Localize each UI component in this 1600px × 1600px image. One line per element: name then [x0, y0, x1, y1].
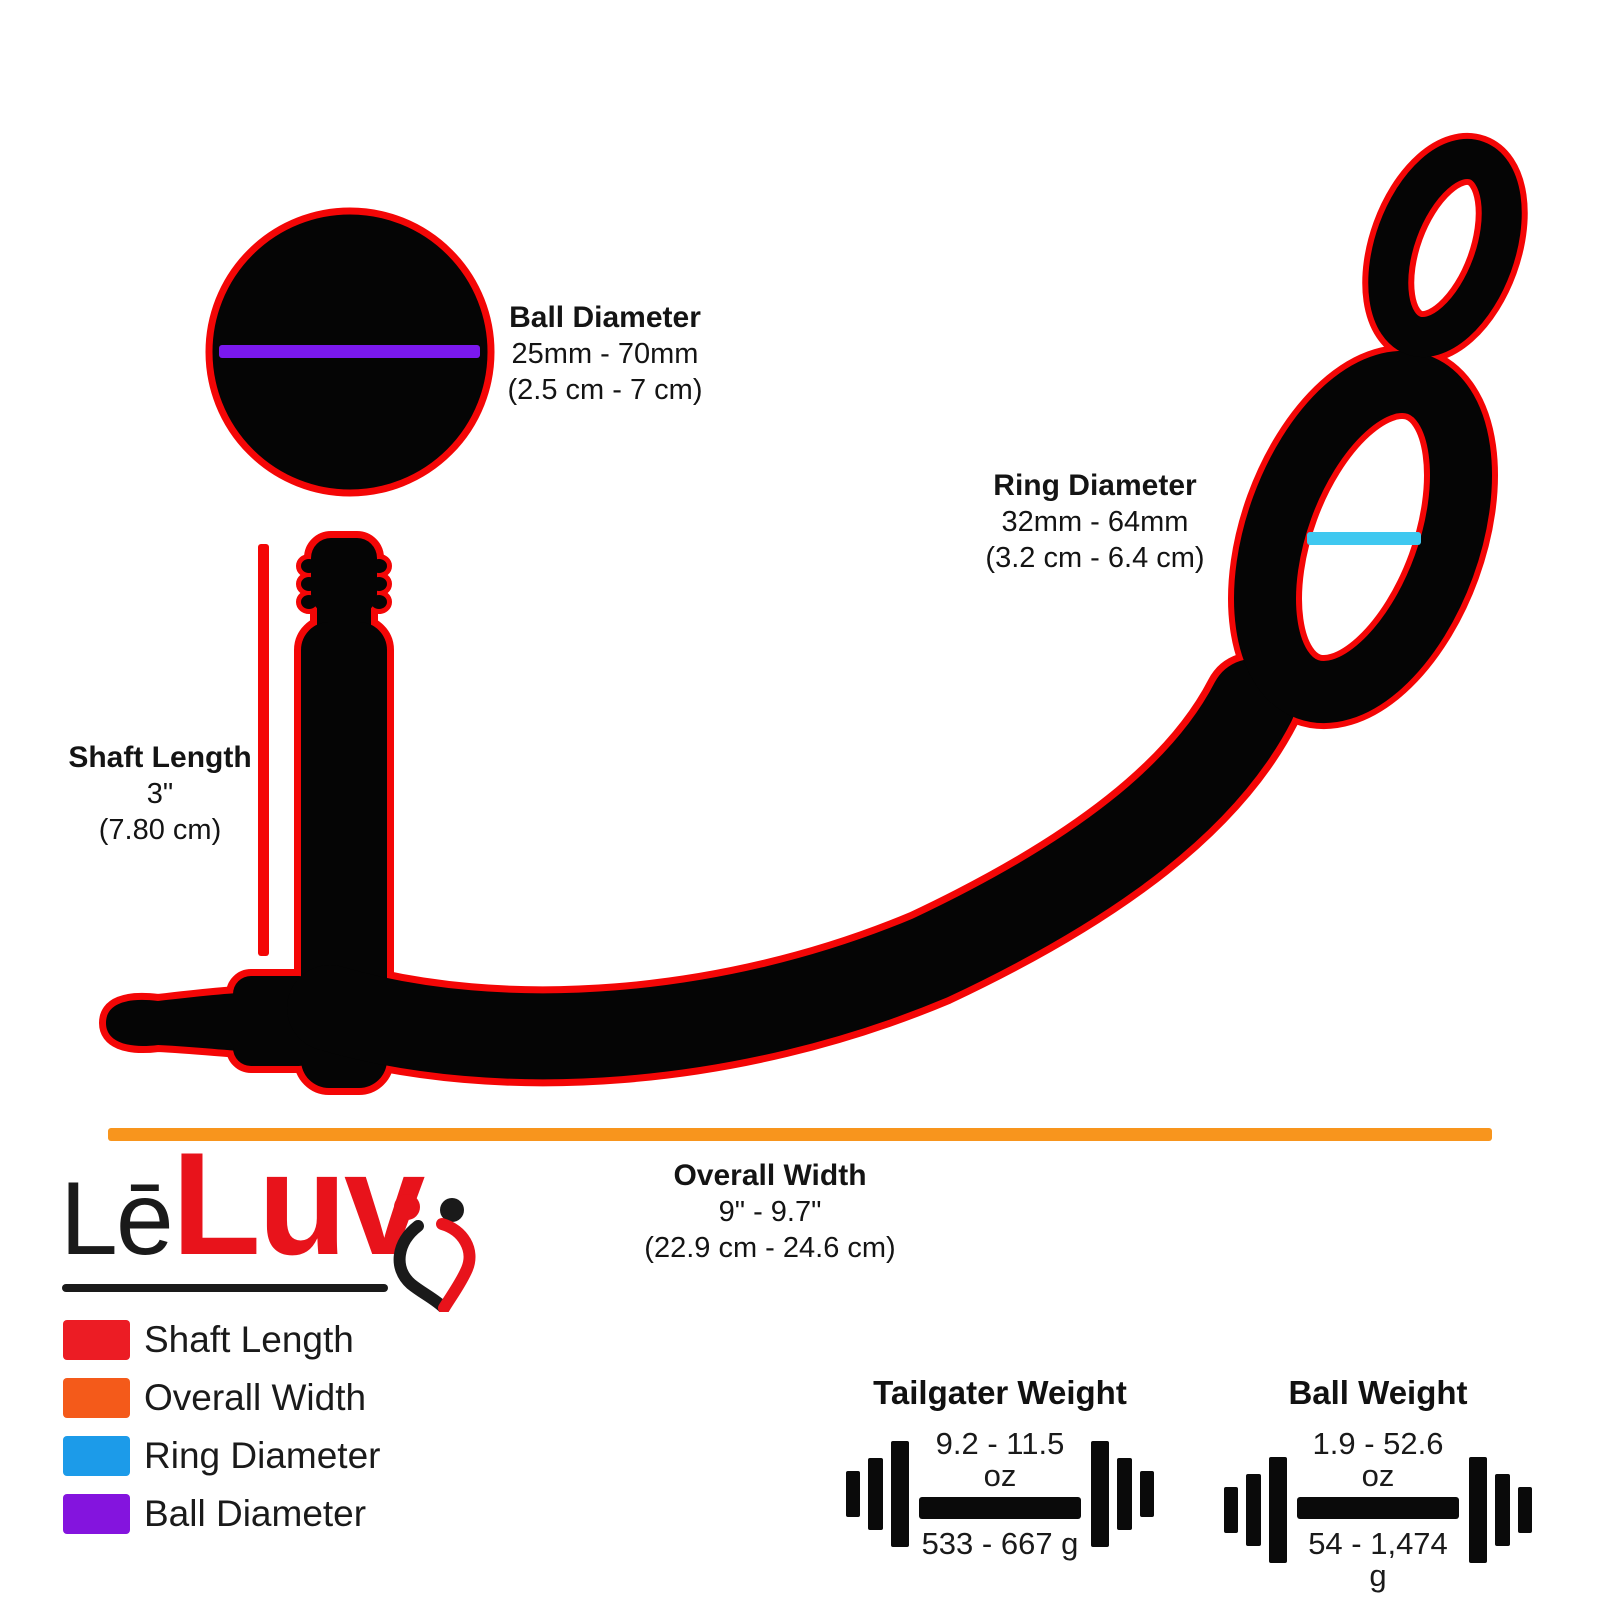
- tailgater-weight-title: Tailgater Weight: [873, 1374, 1127, 1411]
- ball-weight-title: Ball Weight: [1288, 1374, 1468, 1411]
- tailgater-weight-grams: 533 - 667 g: [921, 1526, 1079, 1561]
- dumbbell-plate-icon: [1518, 1487, 1532, 1533]
- ring-diameter-metric: (3.2 cm - 6.4 cm): [985, 542, 1205, 574]
- legend-swatch-ball-diameter: [63, 1494, 130, 1534]
- shaft-length-metric: (7.80 cm): [98, 814, 222, 846]
- shaft-length-line: [258, 544, 269, 956]
- logo-le-text: Lē: [60, 1161, 174, 1277]
- dumbbell-plate-icon: [1469, 1457, 1487, 1563]
- ball-diameter-annotation: Ball Diameter 25mm - 70mm (2.5 cm - 7 cm…: [450, 300, 760, 408]
- overall-width-title: Overall Width: [673, 1159, 867, 1192]
- ring-diameter-title: Ring Diameter: [993, 469, 1197, 502]
- legend-swatch-overall-width: [63, 1378, 130, 1418]
- ball-diameter-title: Ball Diameter: [509, 301, 701, 334]
- dumbbell-plate-icon: [1224, 1487, 1238, 1533]
- upper-ring: [1368, 138, 1522, 358]
- overall-width-annotation: Overall Width 9" - 9.7" (22.9 cm - 24.6 …: [560, 1158, 980, 1266]
- dumbbell-bar-icon: [1297, 1497, 1459, 1519]
- overall-width-range: 9" - 9.7": [718, 1196, 822, 1228]
- legend-label-shaft-length: Shaft Length: [144, 1319, 354, 1360]
- legend-row-shaft-length: Shaft Length: [63, 1319, 380, 1360]
- ball-dumbbell-icon: 1.9 - 52.6 oz 54 - 1,474 g: [1200, 1428, 1556, 1592]
- dumbbell-plate-icon: [1246, 1474, 1261, 1546]
- ball-weight-oz: 1.9 - 52.6 oz: [1312, 1426, 1444, 1493]
- legend-row-ring-diameter: Ring Diameter: [63, 1435, 381, 1476]
- tailgater-weight-block: Tailgater Weight 9.2 - 11.5 oz 533 - 667…: [822, 1374, 1178, 1560]
- dumbbell-plate-icon: [868, 1458, 883, 1530]
- ball-diameter-metric: (2.5 cm - 7 cm): [507, 374, 703, 406]
- color-legend: Shaft Length Overall Width Ring Diameter…: [63, 1319, 381, 1552]
- ring-diameter-annotation: Ring Diameter 32mm - 64mm (3.2 cm - 6.4 …: [940, 468, 1250, 576]
- curved-arm: [287, 659, 1296, 1080]
- dumbbell-plate-icon: [891, 1441, 909, 1547]
- dumbbell-plate-icon: [1140, 1471, 1154, 1517]
- legend-swatch-ring-diameter: [63, 1436, 130, 1476]
- leluv-logo-text: LēLuv: [60, 1120, 426, 1288]
- tailgater-dumbbell-icon: 9.2 - 11.5 oz 533 - 667 g: [822, 1428, 1178, 1560]
- legend-row-ball-diameter: Ball Diameter: [63, 1493, 380, 1534]
- overall-width-line: [108, 1128, 1492, 1141]
- leluv-heart-icon: [393, 1194, 476, 1312]
- logo-luv-text: Luv: [171, 1122, 426, 1285]
- product-body-pass: [106, 138, 1522, 1088]
- logo-underline: [62, 1284, 388, 1292]
- leluv-logo: LēLuv: [55, 1122, 485, 1322]
- dumbbell-plate-icon: [1495, 1474, 1510, 1546]
- legend-row-overall-width: Overall Width: [63, 1377, 380, 1418]
- legend-label-ball-diameter: Ball Diameter: [144, 1493, 367, 1534]
- tailgater-weight-oz: 9.2 - 11.5 oz: [935, 1426, 1065, 1493]
- ring-diameter-range: 32mm - 64mm: [1001, 506, 1189, 538]
- shaft-length-title: Shaft Length: [68, 741, 252, 774]
- legend-swatch-shaft-length: [63, 1320, 130, 1360]
- dumbbell-bar-icon: [919, 1497, 1081, 1519]
- tailgater-weight-values: 9.2 - 11.5 oz 533 - 667 g: [919, 1428, 1081, 1560]
- ring-diameter-line: [1307, 532, 1421, 545]
- lower-ring: [1234, 350, 1492, 724]
- tailgater-tip: [106, 992, 262, 1052]
- ball-diameter-line: [219, 345, 480, 358]
- ball-weight-grams: 54 - 1,474 g: [1308, 1526, 1448, 1593]
- dumbbell-plate-icon: [1269, 1457, 1287, 1563]
- dumbbell-plate-icon: [1117, 1458, 1132, 1530]
- shaft-threaded-cap: [311, 538, 377, 614]
- overall-width-metric: (22.9 cm - 24.6 cm): [644, 1232, 896, 1264]
- ball-weight-block: Ball Weight 1.9 - 52.6 oz 54 - 1,474 g: [1200, 1374, 1556, 1592]
- legend-label-ring-diameter: Ring Diameter: [144, 1435, 381, 1476]
- ball-weight-values: 1.9 - 52.6 oz 54 - 1,474 g: [1297, 1428, 1459, 1592]
- shaft-length-range: 3": [146, 778, 174, 810]
- dumbbell-plate-icon: [846, 1471, 860, 1517]
- dumbbell-plate-icon: [1091, 1441, 1109, 1547]
- shaft-length-annotation: Shaft Length 3" (7.80 cm): [20, 740, 300, 848]
- ball-diameter-range: 25mm - 70mm: [511, 338, 699, 370]
- legend-label-overall-width: Overall Width: [144, 1377, 367, 1418]
